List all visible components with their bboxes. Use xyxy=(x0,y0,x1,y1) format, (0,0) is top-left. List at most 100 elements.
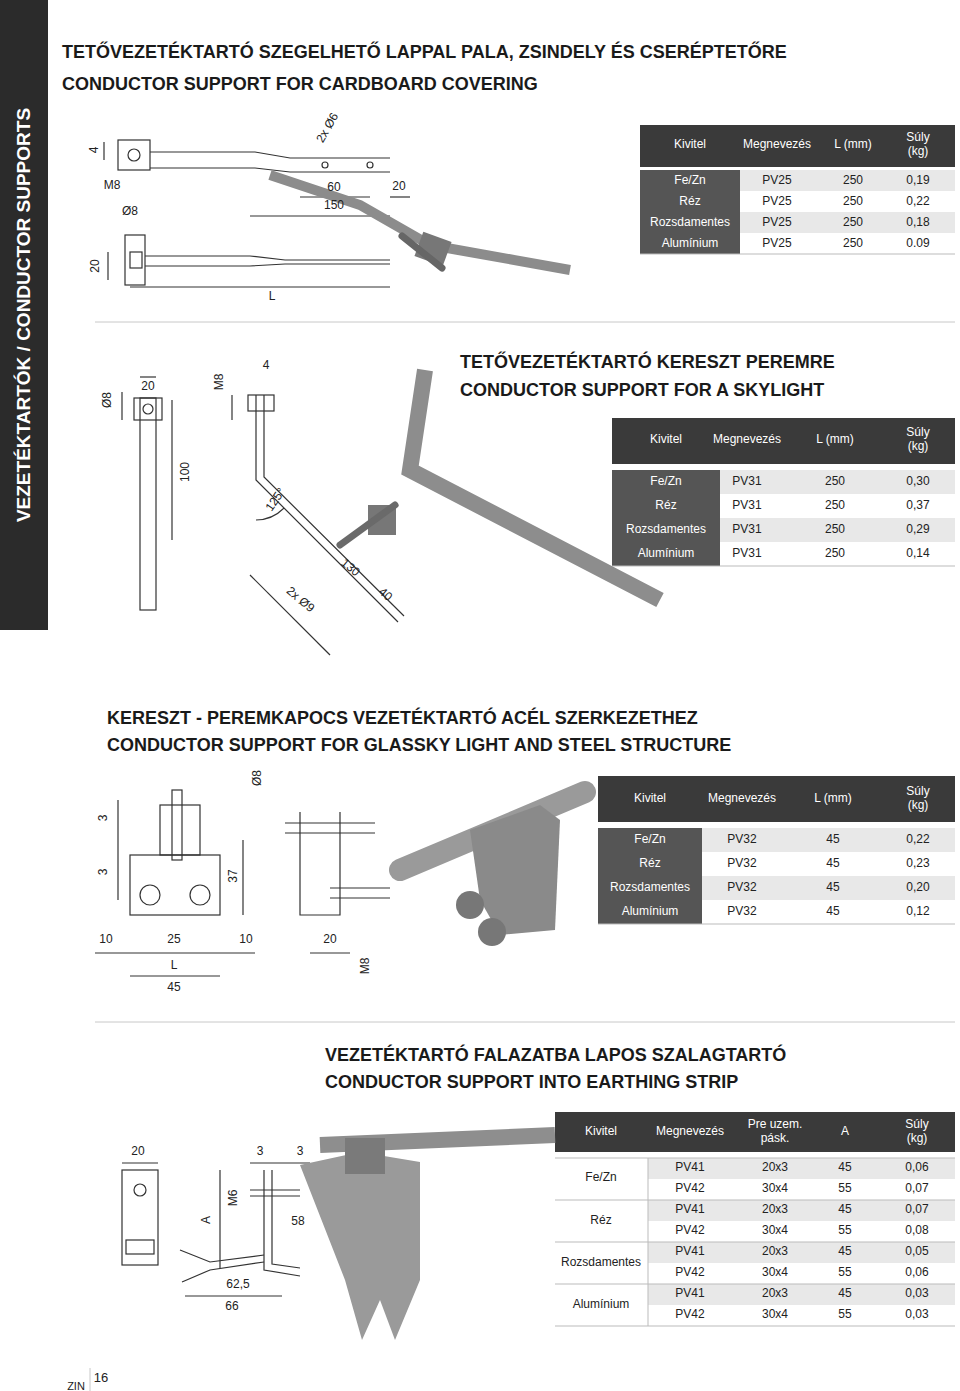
table-cell: PV25 xyxy=(762,237,791,251)
rect-shape xyxy=(740,212,955,233)
line-shape xyxy=(231,395,232,420)
table-cell: PV25 xyxy=(762,174,791,188)
table-cell: 20x3 xyxy=(762,1161,788,1175)
header-cell: Fe/Zn xyxy=(650,475,681,489)
header-cell: Kivitel xyxy=(650,433,682,447)
table-cell: 30x4 xyxy=(762,1224,788,1238)
header-cell: Rozsdamentes xyxy=(626,523,706,537)
line-shape xyxy=(555,1326,955,1327)
header-cell: Pre uzem. pásk. xyxy=(743,1118,807,1146)
polyline-shape xyxy=(410,370,660,600)
header-cell: A xyxy=(841,1125,849,1139)
line-shape xyxy=(555,1284,955,1285)
line-shape xyxy=(285,822,375,823)
rect-shape xyxy=(555,1112,955,1152)
dimension-label: 25 xyxy=(167,933,180,947)
table-cell: 0,12 xyxy=(906,905,929,919)
section-heading: CONDUCTOR SUPPORT INTO EARTHING STRIP xyxy=(325,1072,738,1093)
table-cell: PV31 xyxy=(732,475,761,489)
rect-shape xyxy=(130,252,142,268)
dimension-label: 3 xyxy=(297,1145,304,1159)
dimension-label: M8 xyxy=(359,958,373,975)
table-cell: 30x4 xyxy=(762,1266,788,1280)
table-cell: 45 xyxy=(838,1203,851,1217)
table-cell: 0,03 xyxy=(905,1308,928,1322)
rect-shape xyxy=(118,140,150,170)
line-shape xyxy=(90,1368,91,1391)
dimension-label: 2x Ø6 xyxy=(314,111,342,146)
header-cell: Fe/Zn xyxy=(674,174,705,188)
table-cell: 45 xyxy=(838,1287,851,1301)
table-cell: 0,08 xyxy=(905,1224,928,1238)
dimension-label: 37 xyxy=(227,869,241,882)
table-cell: 0,20 xyxy=(906,881,929,895)
line-shape xyxy=(250,1162,310,1163)
table-cell: 0,06 xyxy=(905,1161,928,1175)
table-cell: PV41 xyxy=(675,1245,704,1259)
table-cell: 45 xyxy=(826,833,839,847)
line-shape xyxy=(121,392,122,420)
table-cell: 55 xyxy=(838,1182,851,1196)
table-cell: PV42 xyxy=(675,1182,704,1196)
rect-shape xyxy=(720,518,955,542)
table-cell: 55 xyxy=(838,1266,851,1280)
table-cell: PV32 xyxy=(727,833,756,847)
header-cell: Kivitel xyxy=(674,138,706,152)
table-cell: PV32 xyxy=(727,857,756,871)
table-cell: 250 xyxy=(843,174,863,188)
table-cell: 250 xyxy=(825,547,845,561)
dimension-label: 45 xyxy=(167,981,180,995)
dimension-label: 130 xyxy=(338,556,362,579)
table-cell: 45 xyxy=(826,857,839,871)
line-shape xyxy=(103,142,104,160)
circle-shape xyxy=(367,162,373,168)
rect-shape xyxy=(648,1284,955,1305)
line-shape xyxy=(250,1189,300,1190)
rect-shape xyxy=(134,398,162,420)
line-shape xyxy=(640,254,955,255)
polygon-shape xyxy=(300,1152,420,1340)
line-shape xyxy=(140,376,156,377)
table-cell: PV42 xyxy=(675,1266,704,1280)
header-cell: Rozsdamentes xyxy=(610,881,690,895)
table-cell: 45 xyxy=(838,1245,851,1259)
table-cell: 20x3 xyxy=(762,1287,788,1301)
table-cell: 16 xyxy=(94,1371,108,1386)
path-shape xyxy=(256,395,404,622)
section-heading: CONDUCTOR SUPPORT FOR CARDBOARD COVERING xyxy=(62,74,538,95)
table-cell: 250 xyxy=(825,523,845,537)
table-cell: PV31 xyxy=(732,499,761,513)
table-cell: PV25 xyxy=(762,195,791,209)
circle-shape xyxy=(140,885,160,905)
section-heading: TETŐVEZETÉKTARTÓ KERESZT PEREMRE xyxy=(460,352,835,373)
line-shape xyxy=(122,1162,158,1163)
line-shape xyxy=(598,924,955,925)
rect-shape xyxy=(612,418,955,464)
header-cell: L (mm) xyxy=(813,792,853,806)
g-shape xyxy=(555,1158,955,1326)
dimension-label: Ø8 xyxy=(251,770,265,786)
rect-shape xyxy=(125,235,145,285)
table-cell: 250 xyxy=(843,195,863,209)
table-cell: 250 xyxy=(825,475,845,489)
line-shape xyxy=(171,400,172,540)
table-cell: 0.09 xyxy=(906,237,929,251)
rect-shape xyxy=(640,170,740,254)
table-cell: 250 xyxy=(843,216,863,230)
table-cell: PV25 xyxy=(762,216,791,230)
separator-rules xyxy=(90,322,955,1391)
rect-shape xyxy=(612,470,720,566)
header-cell: Fe/Zn xyxy=(634,833,665,847)
dimension-label: 125° xyxy=(263,486,289,514)
dimension-label: 58 xyxy=(291,1215,304,1229)
rect-shape xyxy=(648,1200,955,1221)
line-shape xyxy=(117,800,118,900)
header-cell: Rozsdamentes xyxy=(650,216,730,230)
circle-shape xyxy=(128,149,140,161)
circle-shape xyxy=(322,162,328,168)
dimension-label: 66 xyxy=(225,1300,238,1314)
dimension-label: 3 xyxy=(257,1145,264,1159)
table-cell: 0,03 xyxy=(905,1287,928,1301)
dimension-label: 20 xyxy=(141,380,154,394)
